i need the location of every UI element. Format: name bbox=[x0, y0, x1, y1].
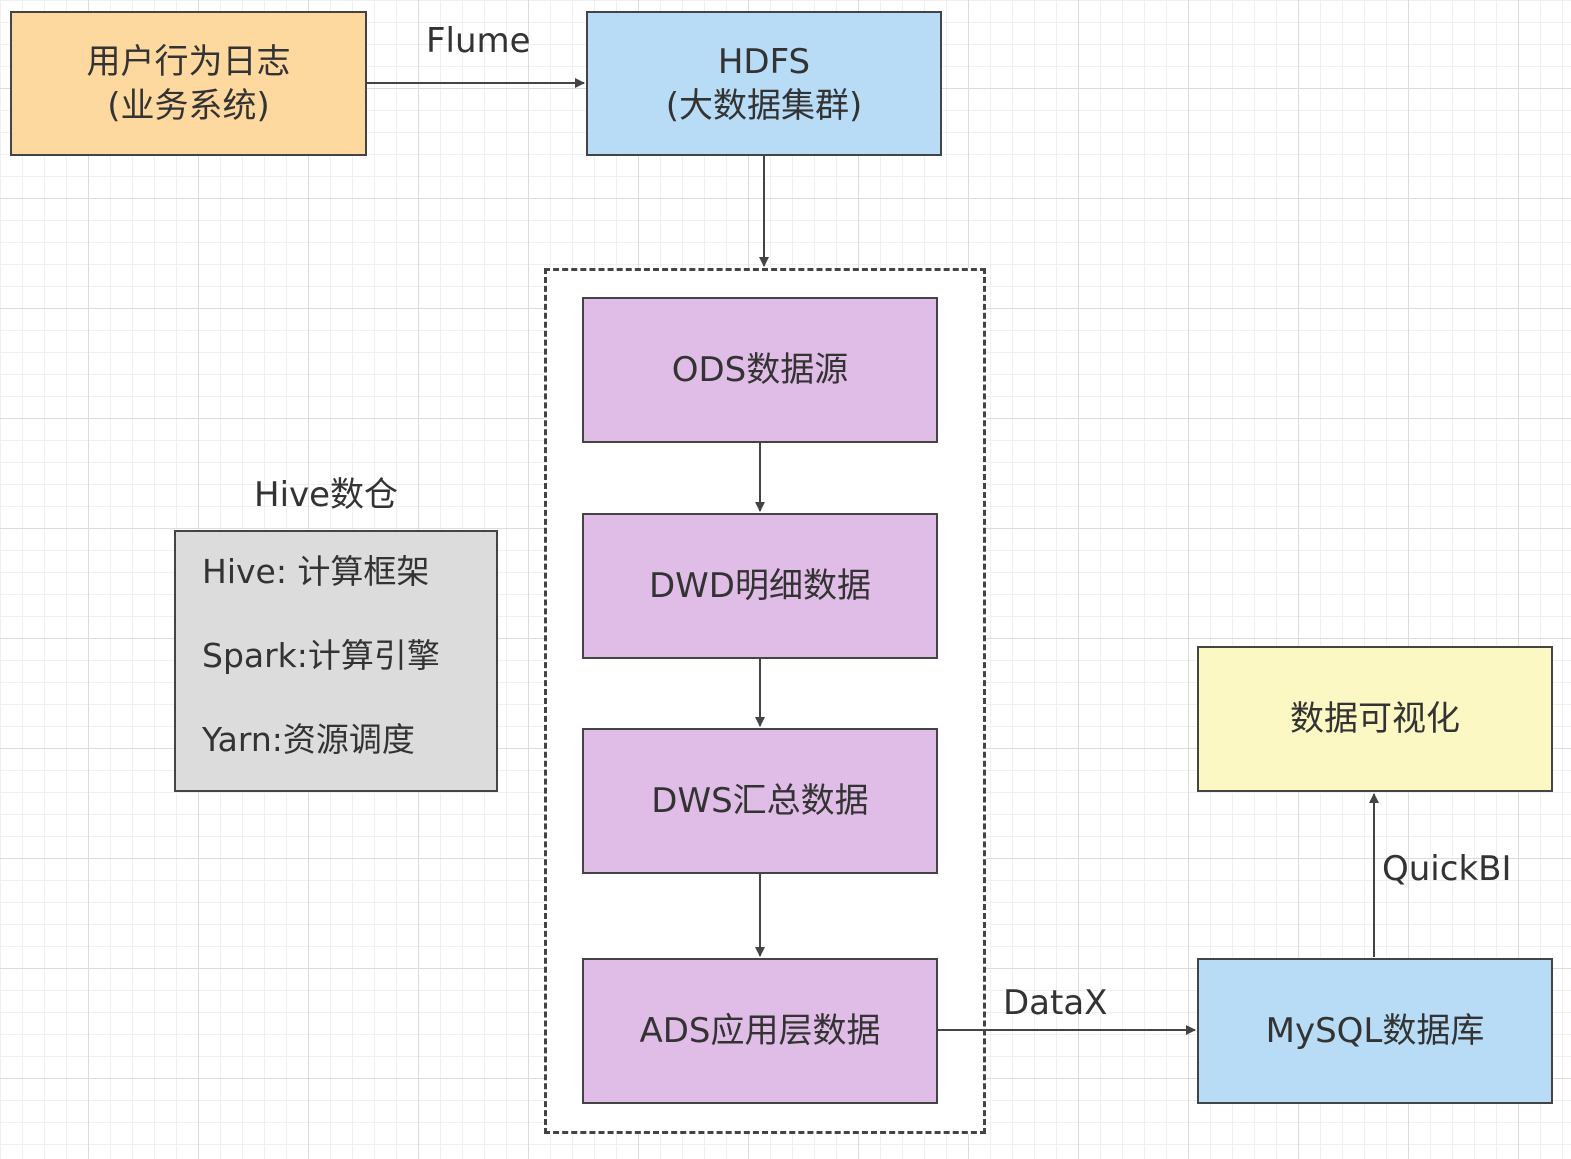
dws-layer-label: DWS汇总数据 bbox=[651, 781, 869, 821]
user-behavior-log-node: 用户行为日志 (业务系统) bbox=[10, 11, 367, 156]
flume-edge-label: Flume bbox=[426, 21, 531, 61]
quickbi-edge-label: QuickBI bbox=[1382, 849, 1512, 889]
hive-components-box: Hive: 计算框架 Spark:计算引擎 Yarn:资源调度 bbox=[174, 530, 498, 792]
user-behavior-log-subtitle: (业务系统) bbox=[107, 85, 270, 126]
dws-layer-node: DWS汇总数据 bbox=[582, 728, 938, 874]
hive-warehouse-title: Hive数仓 bbox=[254, 475, 399, 515]
ods-layer-label: ODS数据源 bbox=[671, 350, 849, 390]
hive-component-item: Hive: 计算框架 bbox=[202, 552, 430, 591]
hive-component-item: Spark:计算引擎 bbox=[202, 636, 440, 675]
mysql-label: MySQL数据库 bbox=[1265, 1011, 1485, 1051]
user-behavior-log-title: 用户行为日志 bbox=[86, 41, 291, 82]
hdfs-node: HDFS (大数据集群) bbox=[586, 11, 942, 156]
ods-layer-node: ODS数据源 bbox=[582, 297, 938, 443]
hdfs-title: HDFS bbox=[717, 41, 811, 82]
ads-layer-label: ADS应用层数据 bbox=[639, 1011, 881, 1051]
mysql-node: MySQL数据库 bbox=[1197, 958, 1553, 1104]
ads-layer-node: ADS应用层数据 bbox=[582, 958, 938, 1104]
hdfs-subtitle: (大数据集群) bbox=[665, 85, 863, 126]
dwd-layer-label: DWD明细数据 bbox=[649, 566, 871, 606]
dwd-layer-node: DWD明细数据 bbox=[582, 513, 938, 659]
datax-edge-label: DataX bbox=[1003, 983, 1108, 1023]
hive-component-item: Yarn:资源调度 bbox=[202, 720, 415, 759]
data-visualization-label: 数据可视化 bbox=[1290, 699, 1460, 739]
data-visualization-node: 数据可视化 bbox=[1197, 646, 1553, 792]
